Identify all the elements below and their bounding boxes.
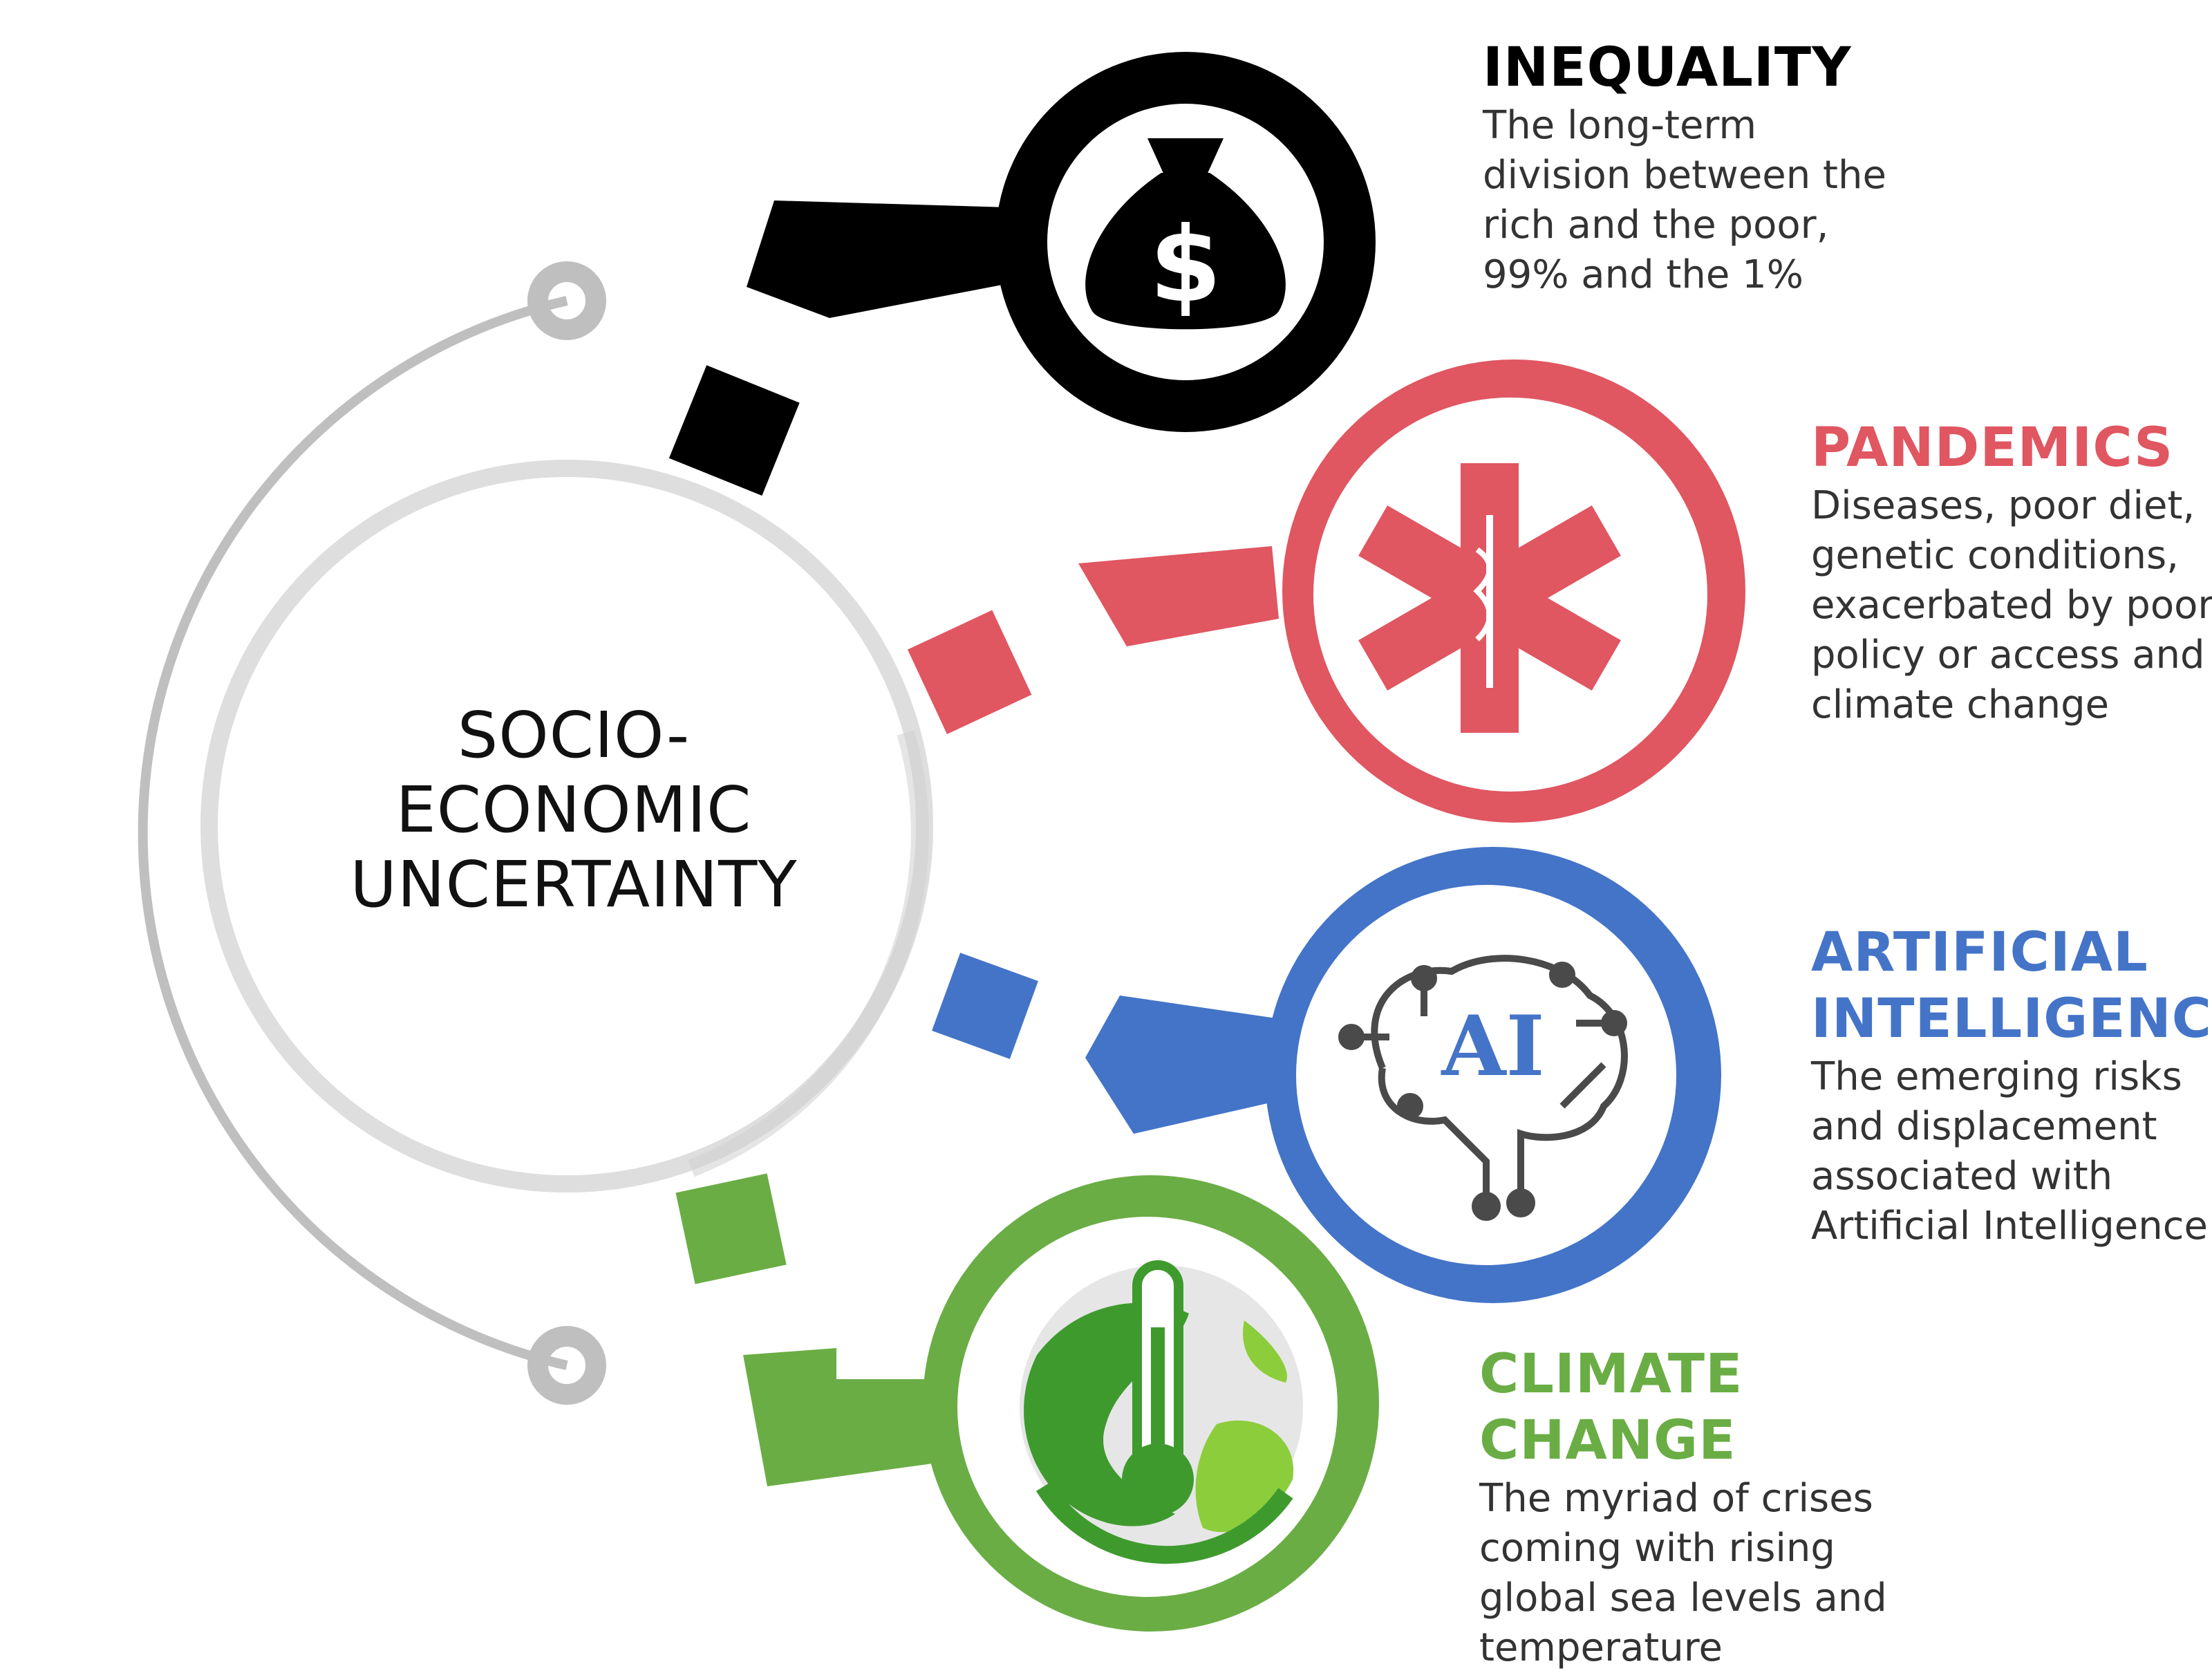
center-title-line-2: ECONOMIC bbox=[395, 773, 752, 847]
pandemics-desc-line: policy or access and bbox=[1811, 633, 2205, 677]
pandemics-label: PANDEMICS Diseases, poor diet, genetic c… bbox=[1811, 415, 2212, 730]
pandemics-title: PANDEMICS bbox=[1811, 415, 2212, 481]
climate-desc-line: global sea levels and bbox=[1479, 1576, 1887, 1620]
climate-description: The myriad of crises coming with rising … bbox=[1479, 1474, 1887, 1673]
inequality-desc-line: rich and the poor, bbox=[1483, 203, 1829, 247]
ai-desc-line: Artificial Intelligence bbox=[1811, 1204, 2208, 1249]
climate-label: CLIMATE CHANGE The myriad of crises comi… bbox=[1479, 1341, 1887, 1673]
pandemics-connector-arm bbox=[1078, 546, 1279, 646]
climate-desc-line: coming with rising bbox=[1479, 1526, 1835, 1571]
ai-title-line: ARTIFICIAL bbox=[1811, 922, 2148, 984]
center-title-line-1: SOCIO- bbox=[457, 698, 691, 772]
globe-thermometer-icon bbox=[1020, 1260, 1303, 1564]
climate-title: CLIMATE CHANGE bbox=[1479, 1341, 1887, 1474]
pandemics-desc-line: genetic conditions, bbox=[1811, 533, 2179, 578]
pandemics-desc-line: exacerbated by poor bbox=[1811, 583, 2212, 628]
climate-desc-line: temperature bbox=[1479, 1625, 1723, 1670]
ai-text-icon: AI bbox=[1441, 998, 1544, 1095]
inequality-connector-arm bbox=[747, 200, 1009, 318]
inequality-title-line: INEQUALITY bbox=[1483, 37, 1852, 99]
inequality-desc-line: 99% and the 1% bbox=[1483, 252, 1803, 297]
connector-square-climate bbox=[675, 1173, 787, 1284]
ai-title: ARTIFICIAL INTELLIGENCE bbox=[1811, 919, 2212, 1052]
pandemics-title-line: PANDEMICS bbox=[1811, 417, 2174, 479]
connector-square-pandemics bbox=[907, 610, 1032, 734]
inequality-description: The long-term division between the rich … bbox=[1483, 101, 1886, 300]
money-bag-icon: $ bbox=[1085, 138, 1286, 330]
center-title-line-3: UNCERTAINTY bbox=[350, 848, 798, 922]
ai-desc-line: associated with bbox=[1811, 1154, 2113, 1199]
ai-inner bbox=[1296, 885, 1676, 1265]
climate-title-line: CLIMATE bbox=[1479, 1343, 1743, 1405]
outer-track-arc bbox=[138, 296, 568, 1370]
star-of-life-icon bbox=[1358, 463, 1621, 733]
pandemics-desc-line: climate change bbox=[1811, 682, 2110, 727]
dollar-sign-icon: $ bbox=[1150, 205, 1221, 326]
ai-desc-line: and displacement bbox=[1811, 1104, 2157, 1149]
pandemics-description: Diseases, poor diet, genetic conditions,… bbox=[1811, 481, 2212, 730]
ai-label: ARTIFICIAL INTELLIGENCE The emerging ris… bbox=[1811, 919, 2212, 1251]
climate-connector-arm bbox=[743, 1348, 968, 1486]
connector-square-inequality bbox=[668, 365, 800, 496]
connector-square-ai bbox=[932, 953, 1038, 1059]
ai-description: The emerging risks and displacement asso… bbox=[1811, 1052, 2212, 1251]
pandemics-desc-line: Diseases, poor diet, bbox=[1811, 483, 2195, 528]
track-knob-bottom bbox=[527, 1326, 606, 1405]
ai-brain-circuit-icon: AI bbox=[1338, 955, 1628, 1221]
ai-desc-line: The emerging risks bbox=[1811, 1054, 2182, 1099]
center-hub bbox=[218, 477, 916, 1175]
ai-title-line: INTELLIGENCE bbox=[1811, 988, 2212, 1050]
inequality-desc-line: division between the bbox=[1483, 153, 1886, 198]
inequality-title: INEQUALITY bbox=[1483, 35, 1886, 101]
inequality-desc-line: The long-term bbox=[1483, 103, 1757, 148]
center-hub-shadow bbox=[688, 730, 929, 1177]
climate-title-line: CHANGE bbox=[1479, 1410, 1736, 1472]
track-knob-top bbox=[527, 261, 606, 340]
inequality-label: INEQUALITY The long-term division betwee… bbox=[1483, 35, 1886, 300]
ai-connector-arm bbox=[1085, 996, 1286, 1134]
center-title: SOCIO- ECONOMIC UNCERTAINTY bbox=[194, 698, 954, 922]
climate-desc-line: The myriad of crises bbox=[1479, 1476, 1873, 1521]
